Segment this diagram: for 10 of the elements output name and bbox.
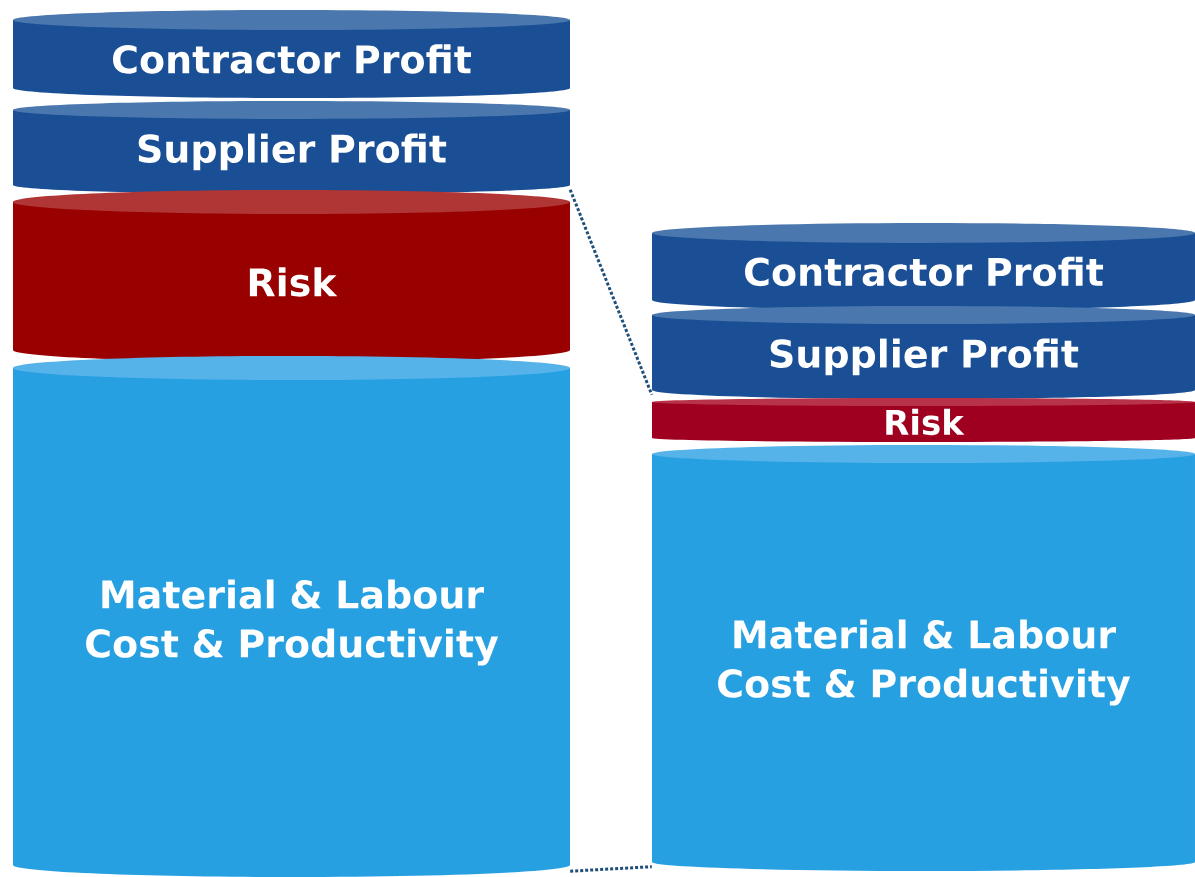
- connector-line: [570, 865, 652, 873]
- cylinder-segment: Supplier Profit: [652, 306, 1195, 399]
- cylinder-segment: Supplier Profit: [13, 101, 570, 194]
- cylinder-segment: Material & Labour Cost & Productivity: [13, 356, 570, 877]
- cylinder-segment: Contractor Profit: [13, 10, 570, 98]
- cylinder-segment: Material & Labour Cost & Productivity: [652, 445, 1195, 871]
- cylinder-segment: Risk: [652, 398, 1195, 442]
- cylinder-segment: Contractor Profit: [652, 223, 1195, 310]
- cylinder-segment: Risk: [13, 190, 570, 362]
- connector-line: [568, 189, 654, 396]
